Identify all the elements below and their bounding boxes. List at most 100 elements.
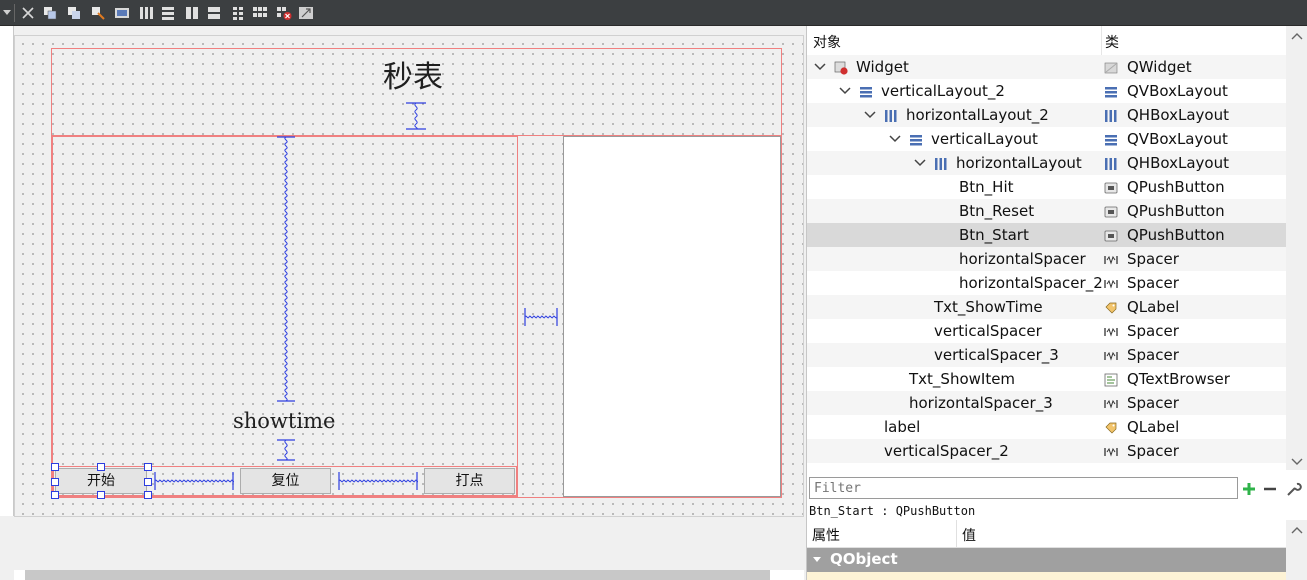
property-scrollbar[interactable] [1286, 520, 1307, 580]
qpushbutton-icon [1104, 180, 1118, 194]
selection-handle[interactable] [97, 491, 105, 499]
chevron-down-icon[interactable] [814, 63, 826, 71]
selection-handle[interactable] [51, 463, 59, 471]
property-editor: 属性 值 QObject [807, 520, 1307, 580]
scroll-up-icon[interactable] [1291, 526, 1303, 534]
close-icon[interactable] [20, 5, 36, 21]
selection-handle[interactable] [144, 491, 152, 499]
chevron-down-icon[interactable] [812, 556, 822, 564]
remove-icon[interactable] [1262, 481, 1278, 497]
spacer-icon [1104, 252, 1118, 266]
edit-buddies-icon[interactable] [90, 5, 106, 21]
qhboxlayout-icon [1104, 108, 1118, 122]
column-object-header[interactable]: 对象 [813, 35, 841, 51]
tree-row[interactable]: horizontalSpacer_2 Spacer [807, 271, 1287, 295]
qlabel-icon [1104, 300, 1118, 314]
layout-icon [934, 156, 948, 170]
tree-object-name: Btn_Start [959, 226, 1029, 244]
tree-object-name: horizontalSpacer [959, 250, 1086, 268]
column-value-header[interactable]: 值 [962, 528, 976, 544]
tree-object-name: horizontalSpacer_2 [959, 274, 1103, 292]
layout-grid-icon[interactable] [252, 5, 268, 21]
chevron-down-icon[interactable] [2, 9, 12, 17]
selection-handle[interactable] [144, 478, 152, 486]
tree-row[interactable]: verticalSpacer_2 Spacer [807, 439, 1287, 463]
layout-splitter-vertical-icon[interactable] [206, 5, 222, 21]
property-group-qobject[interactable]: QObject [807, 548, 1287, 572]
qpushbutton-icon [1104, 204, 1118, 218]
selection-handle[interactable] [51, 491, 59, 499]
showtime-label[interactable]: showtime [233, 409, 336, 433]
tree-object-name: horizontalLayout_2 [906, 106, 1049, 124]
vertical-spacer[interactable] [274, 136, 298, 402]
tree-row[interactable]: verticalLayout QVBoxLayout [807, 127, 1287, 151]
tree-class-name: Spacer [1127, 274, 1179, 292]
spacer-icon [1104, 276, 1118, 290]
vertical-spacer-3[interactable] [274, 439, 298, 461]
chevron-down-icon[interactable] [864, 111, 876, 119]
tree-class-name: QPushButton [1127, 226, 1225, 244]
tree-class-name: QVBoxLayout [1127, 82, 1228, 100]
title-label[interactable]: 秒表 [383, 60, 443, 95]
edit-tab-order-icon[interactable] [114, 5, 130, 21]
column-class-header[interactable]: 类 [1105, 35, 1119, 51]
tree-class-name: QVBoxLayout [1127, 130, 1228, 148]
property-row[interactable] [807, 572, 1287, 580]
selection-handle[interactable] [97, 463, 105, 471]
horizontal-spacer[interactable] [154, 469, 234, 493]
scroll-up-icon[interactable] [1291, 32, 1303, 40]
layout-splitter-horizontal-icon[interactable] [184, 5, 200, 21]
show-item-text-browser[interactable] [563, 136, 781, 497]
wrench-icon[interactable] [1284, 480, 1302, 498]
chevron-down-icon[interactable] [914, 159, 926, 167]
vertical-spacer-2[interactable] [404, 102, 428, 130]
tree-object-name: horizontalSpacer_3 [909, 394, 1053, 412]
property-group-label: QObject [830, 550, 898, 568]
layout-horizontal-icon[interactable] [138, 5, 154, 21]
add-icon[interactable] [1241, 481, 1257, 497]
selected-object-info: Btn_Start : QPushButton [809, 504, 976, 518]
scroll-down-icon[interactable] [1291, 458, 1303, 466]
tree-class-name: Spacer [1127, 442, 1179, 460]
edit-widgets-icon[interactable] [42, 5, 58, 21]
horizontal-spacer-2[interactable] [338, 469, 418, 493]
tree-object-name: verticalLayout [931, 130, 1038, 148]
tree-class-name: QPushButton [1127, 202, 1225, 220]
layout-form-icon[interactable] [230, 5, 246, 21]
layout-vertical-icon[interactable] [160, 5, 176, 21]
horizontal-spacer-3[interactable] [524, 306, 558, 328]
edit-signals-icon[interactable] [66, 5, 82, 21]
scrollbar-thumb[interactable] [25, 570, 770, 580]
adjust-size-icon[interactable] [298, 5, 314, 21]
tree-class-name: Spacer [1127, 322, 1179, 340]
widget-icon [834, 60, 848, 75]
selection-handle[interactable] [144, 463, 152, 471]
vertical-scrollbar[interactable] [1286, 26, 1307, 470]
hit-button[interactable]: 打点 [424, 468, 515, 494]
column-property-header[interactable]: 属性 [812, 528, 840, 544]
selection-handle[interactable] [51, 478, 59, 486]
qvboxlayout-icon [1104, 132, 1118, 146]
chevron-down-icon[interactable] [889, 135, 901, 143]
inspector-header: 对象 类 [807, 26, 1287, 56]
tree-row[interactable]: Btn_Start QPushButton [807, 223, 1287, 247]
tree-object-name: verticalSpacer_2 [884, 442, 1009, 460]
tree-class-name: QLabel [1127, 418, 1180, 436]
reset-button[interactable]: 复位 [240, 468, 331, 494]
break-layout-icon[interactable] [276, 5, 292, 21]
filter-input[interactable] [809, 477, 1238, 499]
chevron-down-icon[interactable] [839, 87, 851, 95]
